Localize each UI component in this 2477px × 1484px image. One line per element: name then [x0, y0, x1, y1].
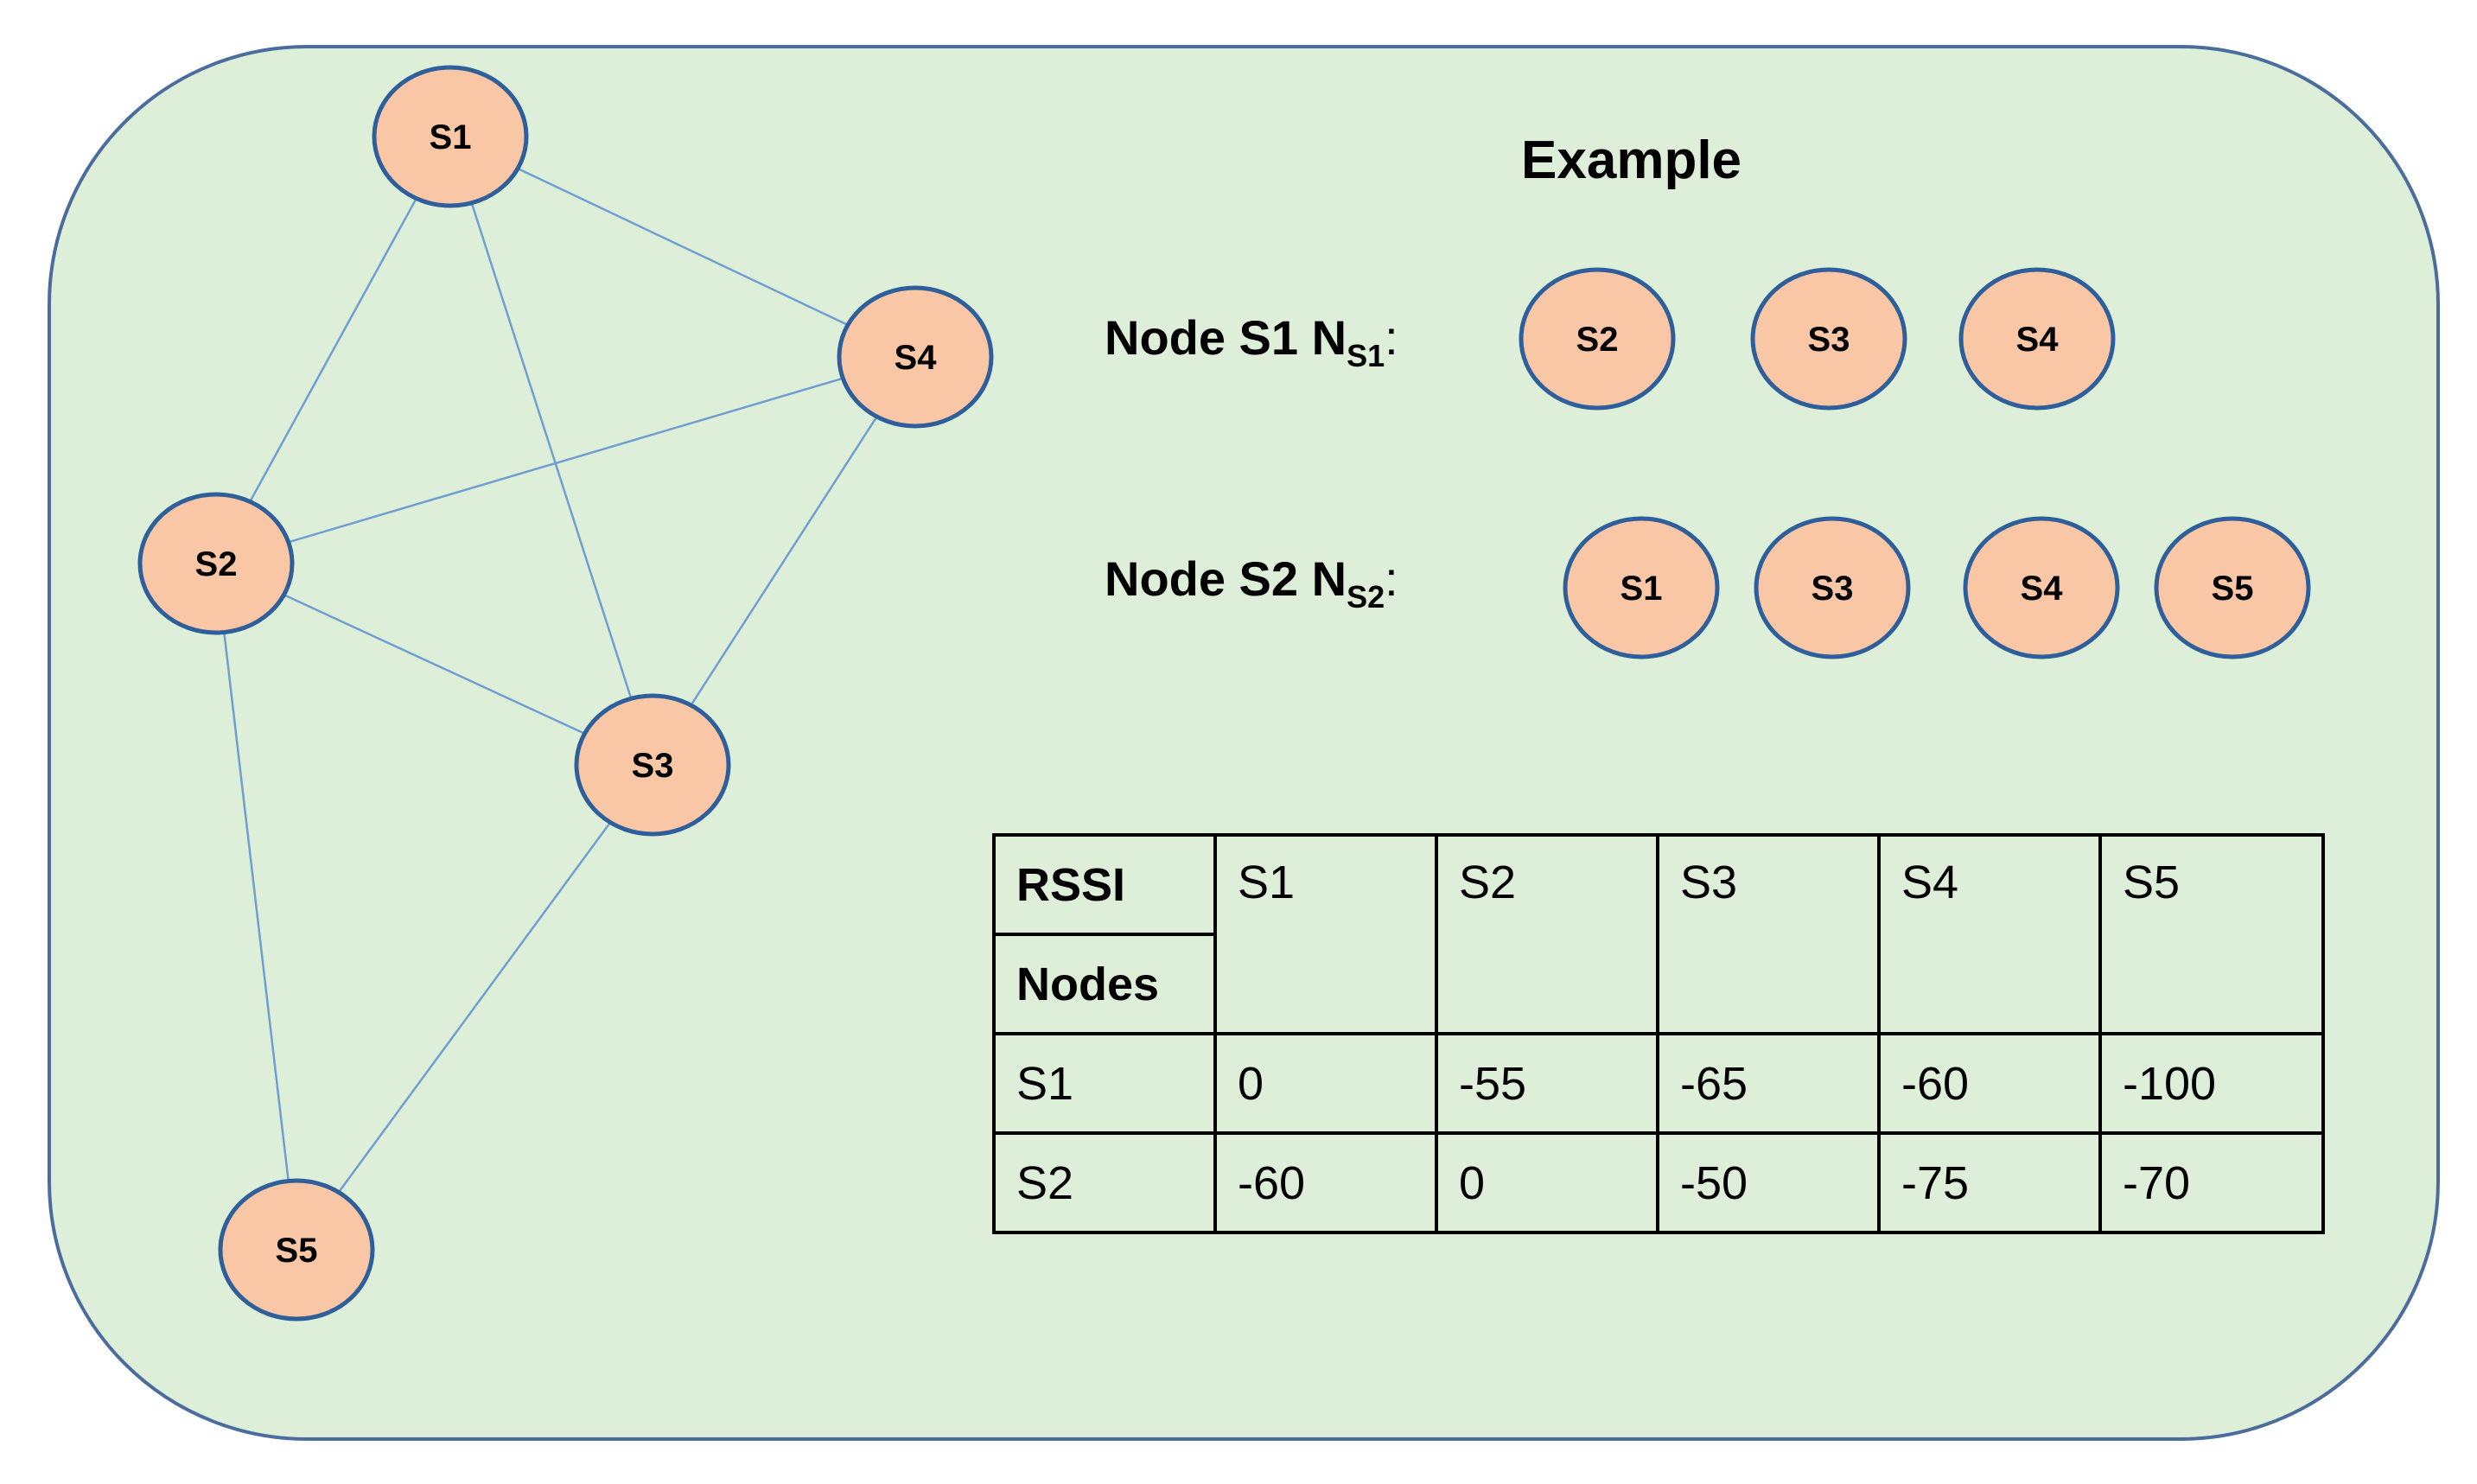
node-circle [1750, 267, 1907, 411]
column-header: S2 [1435, 833, 1659, 1035]
node-s2: S2 [137, 492, 295, 635]
node-circle [1958, 267, 2116, 411]
table-row: S2 -60 0 -50 -75 -70 [992, 1131, 2325, 1234]
edge-s1-s2 [214, 136, 452, 564]
row-node: S1 [992, 1032, 1217, 1135]
node-circle [218, 1178, 375, 1322]
row-node: S2 [992, 1131, 1217, 1234]
node-label: S1 [1621, 570, 1663, 608]
edge-s1-s3 [449, 136, 654, 766]
column-header: S5 [2098, 833, 2325, 1035]
table-cell: -70 [2098, 1131, 2325, 1234]
node-label: S5 [276, 1232, 318, 1270]
table-header-row-2: Nodes [992, 933, 2323, 1035]
node-s4: S4 [837, 285, 994, 429]
neighbor-node-s4: S4 [1958, 267, 2116, 411]
neighbor-label-s1: Node S1 NS1: [1105, 309, 1398, 374]
neighbor-node-s3: S3 [1750, 267, 1907, 411]
table-row: S1 0 -55 -65 -60 -100 [992, 1032, 2325, 1135]
neighbor-label-prefix: Node S1 N [1105, 310, 1347, 365]
node-circle [1519, 267, 1676, 411]
edge-s2-s4 [215, 355, 916, 565]
graph-edges [214, 135, 917, 1251]
edge-s2-s3 [215, 562, 653, 767]
neighbor-node-s5: S5 [2154, 516, 2311, 659]
node-circle [2154, 516, 2311, 659]
node-circle [1563, 516, 1720, 659]
node-circle [1754, 516, 1911, 659]
neighbor-node-s3: S3 [1754, 516, 1911, 659]
table-header-row: RSSI S1 S2 S3 S4 S5 [992, 833, 2325, 1035]
table-cell: 0 [1213, 1032, 1438, 1135]
rssi-table: RSSI S1 S2 S3 S4 S5 Nodes S1 0 -55 -65 -… [992, 833, 2325, 1234]
table-cell: -55 [1435, 1032, 1659, 1135]
neighbor-label-colon: : [1385, 551, 1398, 606]
example-title: Example [1521, 131, 1742, 190]
corner-rssi: RSSI [992, 833, 1217, 936]
edge-s1-s4 [449, 135, 916, 359]
node-label: S2 [1576, 321, 1619, 359]
node-circle [1963, 516, 2120, 659]
neighbor-label-s2: Node S2 NS2: [1105, 551, 1398, 615]
node-label: S3 [1812, 570, 1854, 608]
table-cell: -100 [2098, 1032, 2325, 1135]
corner-nodes: Nodes [992, 933, 1217, 1035]
node-label: S3 [632, 747, 674, 785]
node-circle [372, 65, 529, 208]
table-cell: -60 [1877, 1032, 2102, 1135]
node-circle [574, 693, 731, 837]
edge-s2-s5 [214, 563, 298, 1251]
edge-s3-s5 [295, 764, 654, 1251]
node-label: S1 [430, 118, 472, 156]
neighbor-label-subscript: S1 [1347, 338, 1385, 373]
neighbor-label-prefix: Node S2 N [1105, 551, 1347, 606]
node-label: S2 [195, 545, 238, 583]
table-cell: -75 [1877, 1131, 2102, 1234]
edge-s3-s4 [651, 356, 917, 766]
table-cell: -60 [1213, 1131, 1438, 1234]
node-s5: S5 [218, 1178, 375, 1322]
neighbor-node-s2: S2 [1519, 267, 1676, 411]
table-cell: 0 [1435, 1131, 1659, 1234]
node-label: S5 [2212, 570, 2254, 608]
node-circle [137, 492, 295, 635]
node-s3: S3 [574, 693, 731, 837]
node-label: S4 [2021, 570, 2064, 608]
neighbor-node-s4: S4 [1963, 516, 2120, 659]
table-cell: -65 [1656, 1032, 1881, 1135]
column-header: S1 [1213, 833, 1438, 1035]
node-circle [837, 285, 994, 429]
column-header: S3 [1656, 833, 1881, 1035]
table-cell: -50 [1656, 1131, 1881, 1234]
column-header: S4 [1877, 833, 2102, 1035]
node-label: S3 [1808, 321, 1850, 359]
neighbor-label-subscript: S2 [1347, 579, 1385, 615]
node-label: S4 [895, 339, 938, 377]
neighbor-node-s1: S1 [1563, 516, 1720, 659]
node-s1: S1 [372, 65, 529, 208]
neighbor-label-colon: : [1385, 310, 1398, 365]
node-label: S4 [2016, 321, 2060, 359]
